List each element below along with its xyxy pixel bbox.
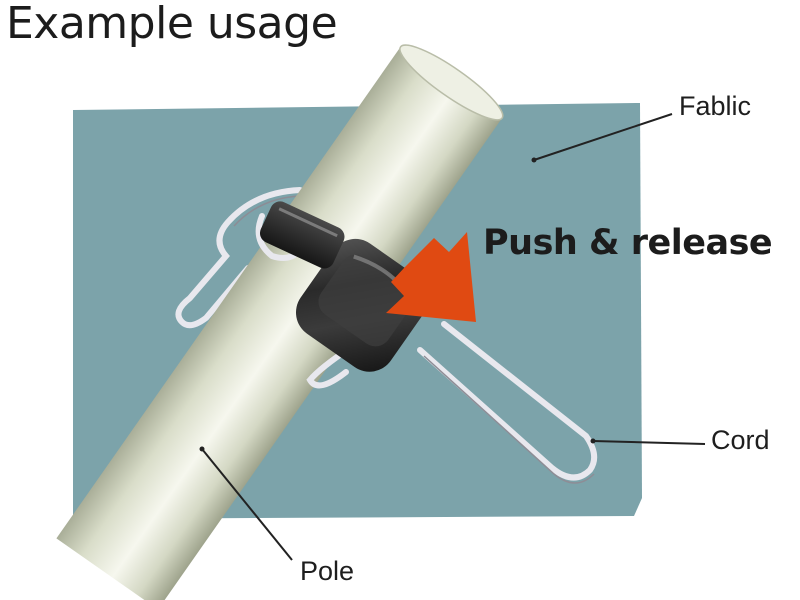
cord-lock-stopper <box>295 238 429 372</box>
pole-leader-dot <box>199 446 205 452</box>
fabric-leader-dot <box>531 157 537 163</box>
cord-loop-right <box>417 321 598 481</box>
fabric-leader-line <box>533 113 673 161</box>
pole <box>56 44 504 600</box>
cord-leader-dot <box>590 438 596 444</box>
cord-loop-under <box>306 345 353 389</box>
push-arrow-icon <box>386 232 476 322</box>
cord-loop-left-shade <box>233 195 301 227</box>
cord-loop-top <box>255 213 303 261</box>
cord-leader-line <box>592 440 706 445</box>
cord-lock-cap <box>259 201 345 269</box>
page-title: Example usage <box>6 0 338 49</box>
pole-leader-line <box>201 448 293 561</box>
fabric-label: Fablic <box>679 91 752 121</box>
cord-label: Cord <box>711 425 770 455</box>
push-release-instruction: Push & release <box>483 223 773 263</box>
pole-label: Pole <box>300 556 355 586</box>
cord-loop-left <box>175 187 303 329</box>
cord-loop-right-shade <box>423 355 595 484</box>
